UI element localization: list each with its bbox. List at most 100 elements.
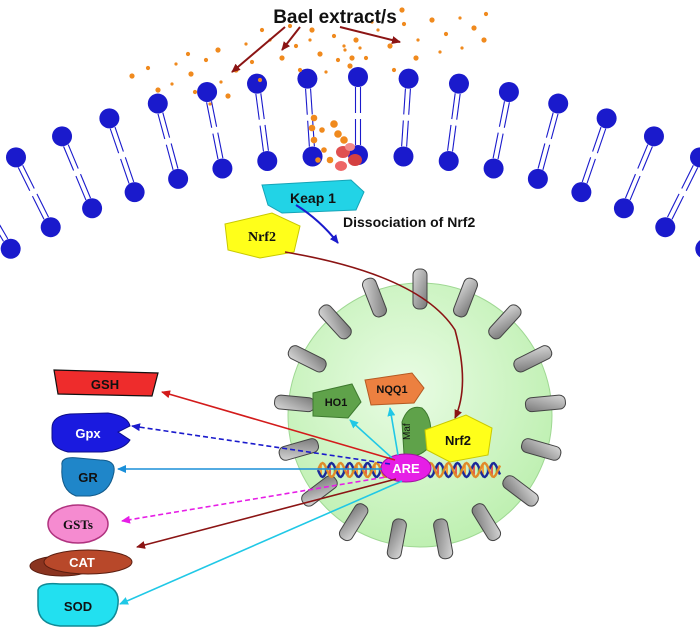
- extract-particle: [174, 62, 178, 66]
- extract-particle: [347, 63, 353, 69]
- lipid-head: [643, 126, 664, 147]
- nuclear-pore: [488, 304, 522, 340]
- extract-particle: [297, 67, 303, 73]
- keap1-label: Keap 1: [290, 190, 336, 206]
- lipid-head: [695, 240, 700, 258]
- are-to-gsh-arrow: [161, 390, 396, 461]
- extract-particle: [483, 11, 489, 17]
- lipid-head: [124, 182, 145, 203]
- extract-particle: [324, 70, 328, 74]
- gsts-shape: [47, 504, 109, 544]
- lipid-tail: [447, 124, 452, 151]
- nqq1-shape: [364, 372, 425, 406]
- lipid-tail: [537, 143, 546, 169]
- cat-label: CAT: [69, 555, 95, 570]
- extract-particle: [330, 120, 338, 128]
- lipid-tail: [586, 158, 596, 184]
- extract-particle: [429, 17, 435, 23]
- sod-label: SOD: [64, 599, 92, 614]
- extract-particle: [319, 127, 325, 133]
- lipid-tail: [206, 102, 213, 128]
- extract-particle: [342, 44, 346, 48]
- lipid-tail: [681, 164, 694, 189]
- nrf2-shape: [224, 212, 301, 259]
- lipid-tail: [310, 88, 313, 115]
- are-to-nqq1-arrow: [387, 407, 399, 456]
- lipid-head: [197, 81, 218, 102]
- lipid-tail: [124, 157, 135, 183]
- extract-particle: [317, 51, 323, 57]
- lipid-head: [82, 198, 103, 219]
- lipid-tail: [162, 112, 171, 138]
- title-arrows: [231, 26, 401, 73]
- are-label: ARE: [392, 461, 420, 476]
- extract-particle: [208, 102, 212, 106]
- lipid-tail: [667, 193, 680, 218]
- gpx-label: Gpx: [75, 426, 101, 441]
- keap1-shape: [261, 179, 365, 214]
- lipid-head: [483, 158, 504, 179]
- lipid-tail: [120, 158, 130, 184]
- sod-shape: [37, 582, 119, 627]
- lipid-tail: [596, 128, 607, 154]
- lipid-tail: [80, 173, 92, 199]
- extract-particle: [308, 38, 312, 42]
- lipid-tail: [401, 120, 404, 147]
- lipid-tail: [165, 144, 174, 170]
- lipid-tail: [629, 175, 641, 201]
- extract-particles: [129, 7, 489, 164]
- lipid-tail: [305, 88, 308, 115]
- lipid-tail: [685, 167, 699, 191]
- extract-particle: [309, 27, 315, 33]
- extract-particle: [215, 47, 221, 53]
- extract-particle: [192, 89, 198, 95]
- extract-particle: [443, 31, 449, 37]
- extract-particle: [334, 130, 342, 138]
- gsh-shape: [53, 369, 159, 397]
- lipid-head: [99, 108, 120, 129]
- extract-particle: [438, 50, 442, 54]
- extract-particle: [471, 25, 477, 31]
- nuclear-pore: [278, 438, 320, 461]
- are-to-gpx-arrow: [131, 423, 391, 465]
- extract-particle: [244, 42, 248, 46]
- nuclear-pore: [524, 394, 566, 413]
- nuclear-pore: [361, 277, 387, 318]
- lipid-head: [168, 168, 189, 189]
- ho1-label: HO1: [325, 397, 348, 409]
- gpx-shape: [51, 412, 131, 453]
- lipid-head: [548, 93, 569, 114]
- nuclear-pore: [520, 438, 562, 461]
- lipid-tail: [498, 101, 506, 127]
- lipid-head: [0, 238, 21, 259]
- gsh-label: GSH: [91, 377, 119, 392]
- extract-particle: [155, 87, 161, 93]
- lipid-head: [302, 146, 323, 167]
- extract-particle: [185, 51, 191, 57]
- lipid-head: [5, 147, 26, 168]
- extract-particle: [343, 48, 347, 52]
- gsts-label: GSTs: [63, 517, 93, 532]
- extract-particle: [399, 7, 405, 13]
- lipid-tail: [212, 133, 219, 160]
- lipid-tail: [210, 101, 218, 127]
- lipid-tail: [114, 126, 124, 152]
- gr-label: GR: [78, 470, 98, 485]
- extract-particle: [326, 156, 334, 164]
- lipid-head: [448, 73, 469, 94]
- lipid-tail: [0, 224, 9, 240]
- extract-particle: [287, 23, 293, 29]
- lipid-head: [212, 158, 233, 179]
- nqq1-label: NQQ1: [376, 384, 407, 396]
- extract-particle: [308, 124, 316, 132]
- extract-particle: [293, 43, 299, 49]
- nucleus-nrf2-label: Nrf2: [445, 433, 471, 448]
- nuclear-pore: [412, 268, 428, 310]
- lipid-tail: [31, 195, 45, 220]
- nuclear-pore: [338, 503, 369, 542]
- lipid-tail: [264, 124, 269, 151]
- extract-particle: [376, 28, 380, 32]
- lipid-tail: [255, 93, 260, 120]
- extract-particle: [413, 55, 419, 61]
